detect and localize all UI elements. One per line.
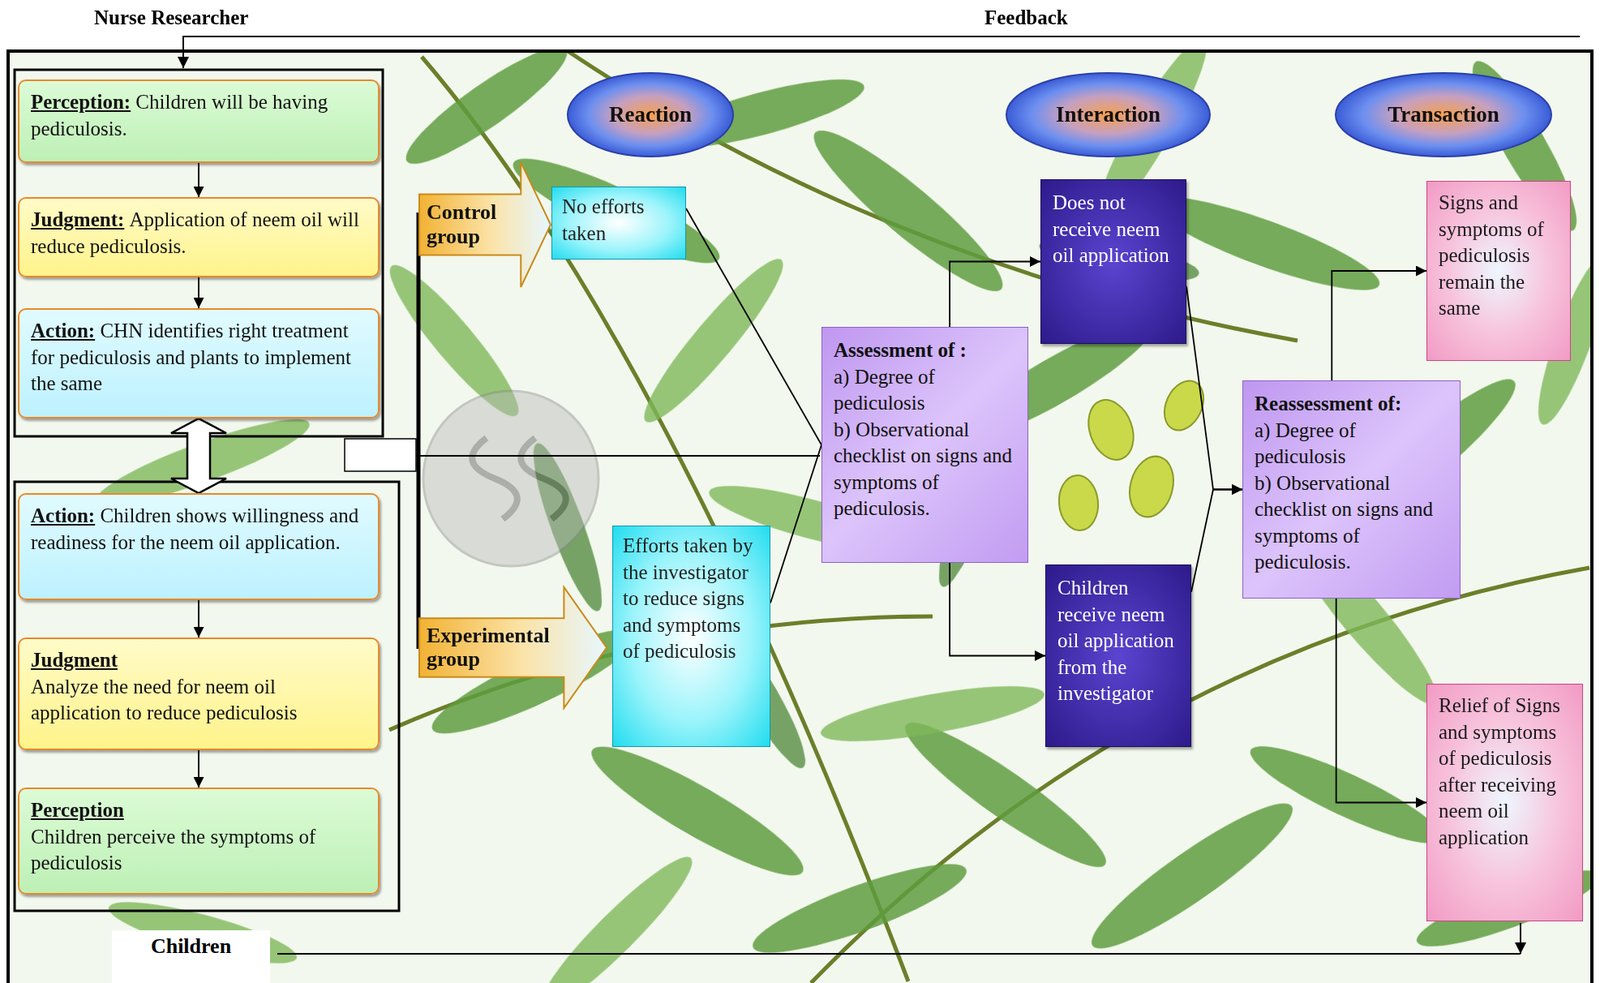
connector — [686, 208, 822, 446]
connector — [949, 562, 1046, 657]
link-line — [416, 454, 820, 457]
heading: Reassessment of: — [1254, 390, 1449, 418]
intervention-box: Children receive neem oil application fr… — [1045, 564, 1192, 747]
outcome-box: Relief of Signs and symptoms of pediculo… — [1426, 683, 1583, 922]
heading: Action: — [30, 319, 95, 342]
feedback-line — [183, 36, 1580, 69]
label-text: Nurse Researcher — [94, 4, 249, 32]
perception-box: PerceptionChildren perceive the symptoms… — [17, 787, 380, 895]
box-text: Reaction — [609, 100, 692, 129]
phase-ellipse: Reaction — [566, 71, 735, 159]
box-text: Children receive neem oil application fr… — [1057, 574, 1180, 708]
box-text: Does not receive neem oil application — [1052, 189, 1175, 270]
box-text: b) Observational checklist on signs and … — [833, 416, 1017, 523]
connector — [949, 261, 1041, 328]
group-arrow: Control group — [418, 161, 552, 288]
label-text: Feedback — [984, 4, 1069, 32]
return-line — [1519, 922, 1522, 954]
group-frame — [14, 69, 383, 437]
perception-box: Perception:Children will be having pedic… — [17, 79, 380, 164]
box-text: a) Degree of pediculosis — [833, 364, 1017, 417]
connector — [197, 163, 200, 198]
connector — [197, 750, 200, 788]
process-box: No efforts taken — [551, 186, 687, 260]
heading: Judgment: — [30, 208, 125, 231]
box-text: Relief of Signs and symptoms of pediculo… — [1438, 692, 1571, 851]
connector — [197, 277, 200, 309]
group-bracket — [416, 212, 421, 649]
connector — [1336, 598, 1427, 803]
neem-leaves — [8, 51, 1592, 983]
watermark-logo — [423, 390, 599, 567]
box-text: Analyze the need for neem oil applicatio… — [30, 675, 297, 725]
intervention-box: Does not receive neem oil application — [1040, 179, 1187, 344]
assessment-box: Assessment of :a) Degree of pediculosisb… — [821, 326, 1029, 563]
box-text: b) Observational checklist on signs and … — [1254, 470, 1449, 576]
phase-ellipse: Interaction — [1004, 71, 1212, 159]
box-text: Interaction — [1055, 100, 1161, 129]
box-text: Control group — [426, 200, 518, 249]
action-box: Action:CHN identifies right treatment fo… — [17, 308, 380, 419]
action-box: Action:Children shows willingness and re… — [17, 493, 380, 601]
connector — [197, 600, 200, 638]
neem-fruits — [1056, 374, 1211, 532]
link-block — [344, 438, 417, 472]
heading: Judgment — [30, 647, 367, 674]
heading: Assessment of : — [833, 337, 1017, 365]
connector — [1186, 286, 1243, 490]
heading: Perception: — [30, 90, 131, 113]
box-text: Efforts taken by the investigator to red… — [622, 532, 760, 665]
return-line — [277, 952, 1521, 955]
box-text: Children perceive the symptoms of pedicu… — [30, 825, 316, 875]
judgment-box: Judgment:Application of neem oil will re… — [17, 197, 380, 278]
label-ground — [111, 930, 271, 983]
heading: Perception — [30, 797, 367, 824]
group-frame — [14, 481, 399, 911]
connector — [171, 418, 227, 494]
judgment-box: JudgmentAnalyze the need for neem oil ap… — [17, 637, 380, 751]
box-text: Signs and symptoms of pediculosis remain… — [1438, 189, 1559, 322]
outcome-box: Signs and symptoms of pediculosis remain… — [1426, 180, 1571, 361]
assessment-box: Reassessment of:a) Degree of pediculosis… — [1242, 380, 1461, 599]
connector — [1191, 489, 1243, 592]
connector — [1331, 270, 1427, 381]
box-text: a) Degree of pediculosis — [1254, 417, 1449, 471]
box-text: Experimental group — [426, 623, 561, 673]
connector — [770, 445, 822, 604]
group-arrow: Experimental group — [418, 586, 608, 709]
box-text: Transaction — [1387, 100, 1500, 129]
phase-ellipse: Transaction — [1334, 71, 1553, 159]
outer-frame — [8, 51, 1592, 983]
process-box: Efforts taken by the investigator to red… — [612, 525, 771, 747]
box-text: No efforts taken — [561, 193, 676, 247]
heading: Action: — [30, 504, 95, 527]
label-text: Children — [111, 932, 271, 961]
